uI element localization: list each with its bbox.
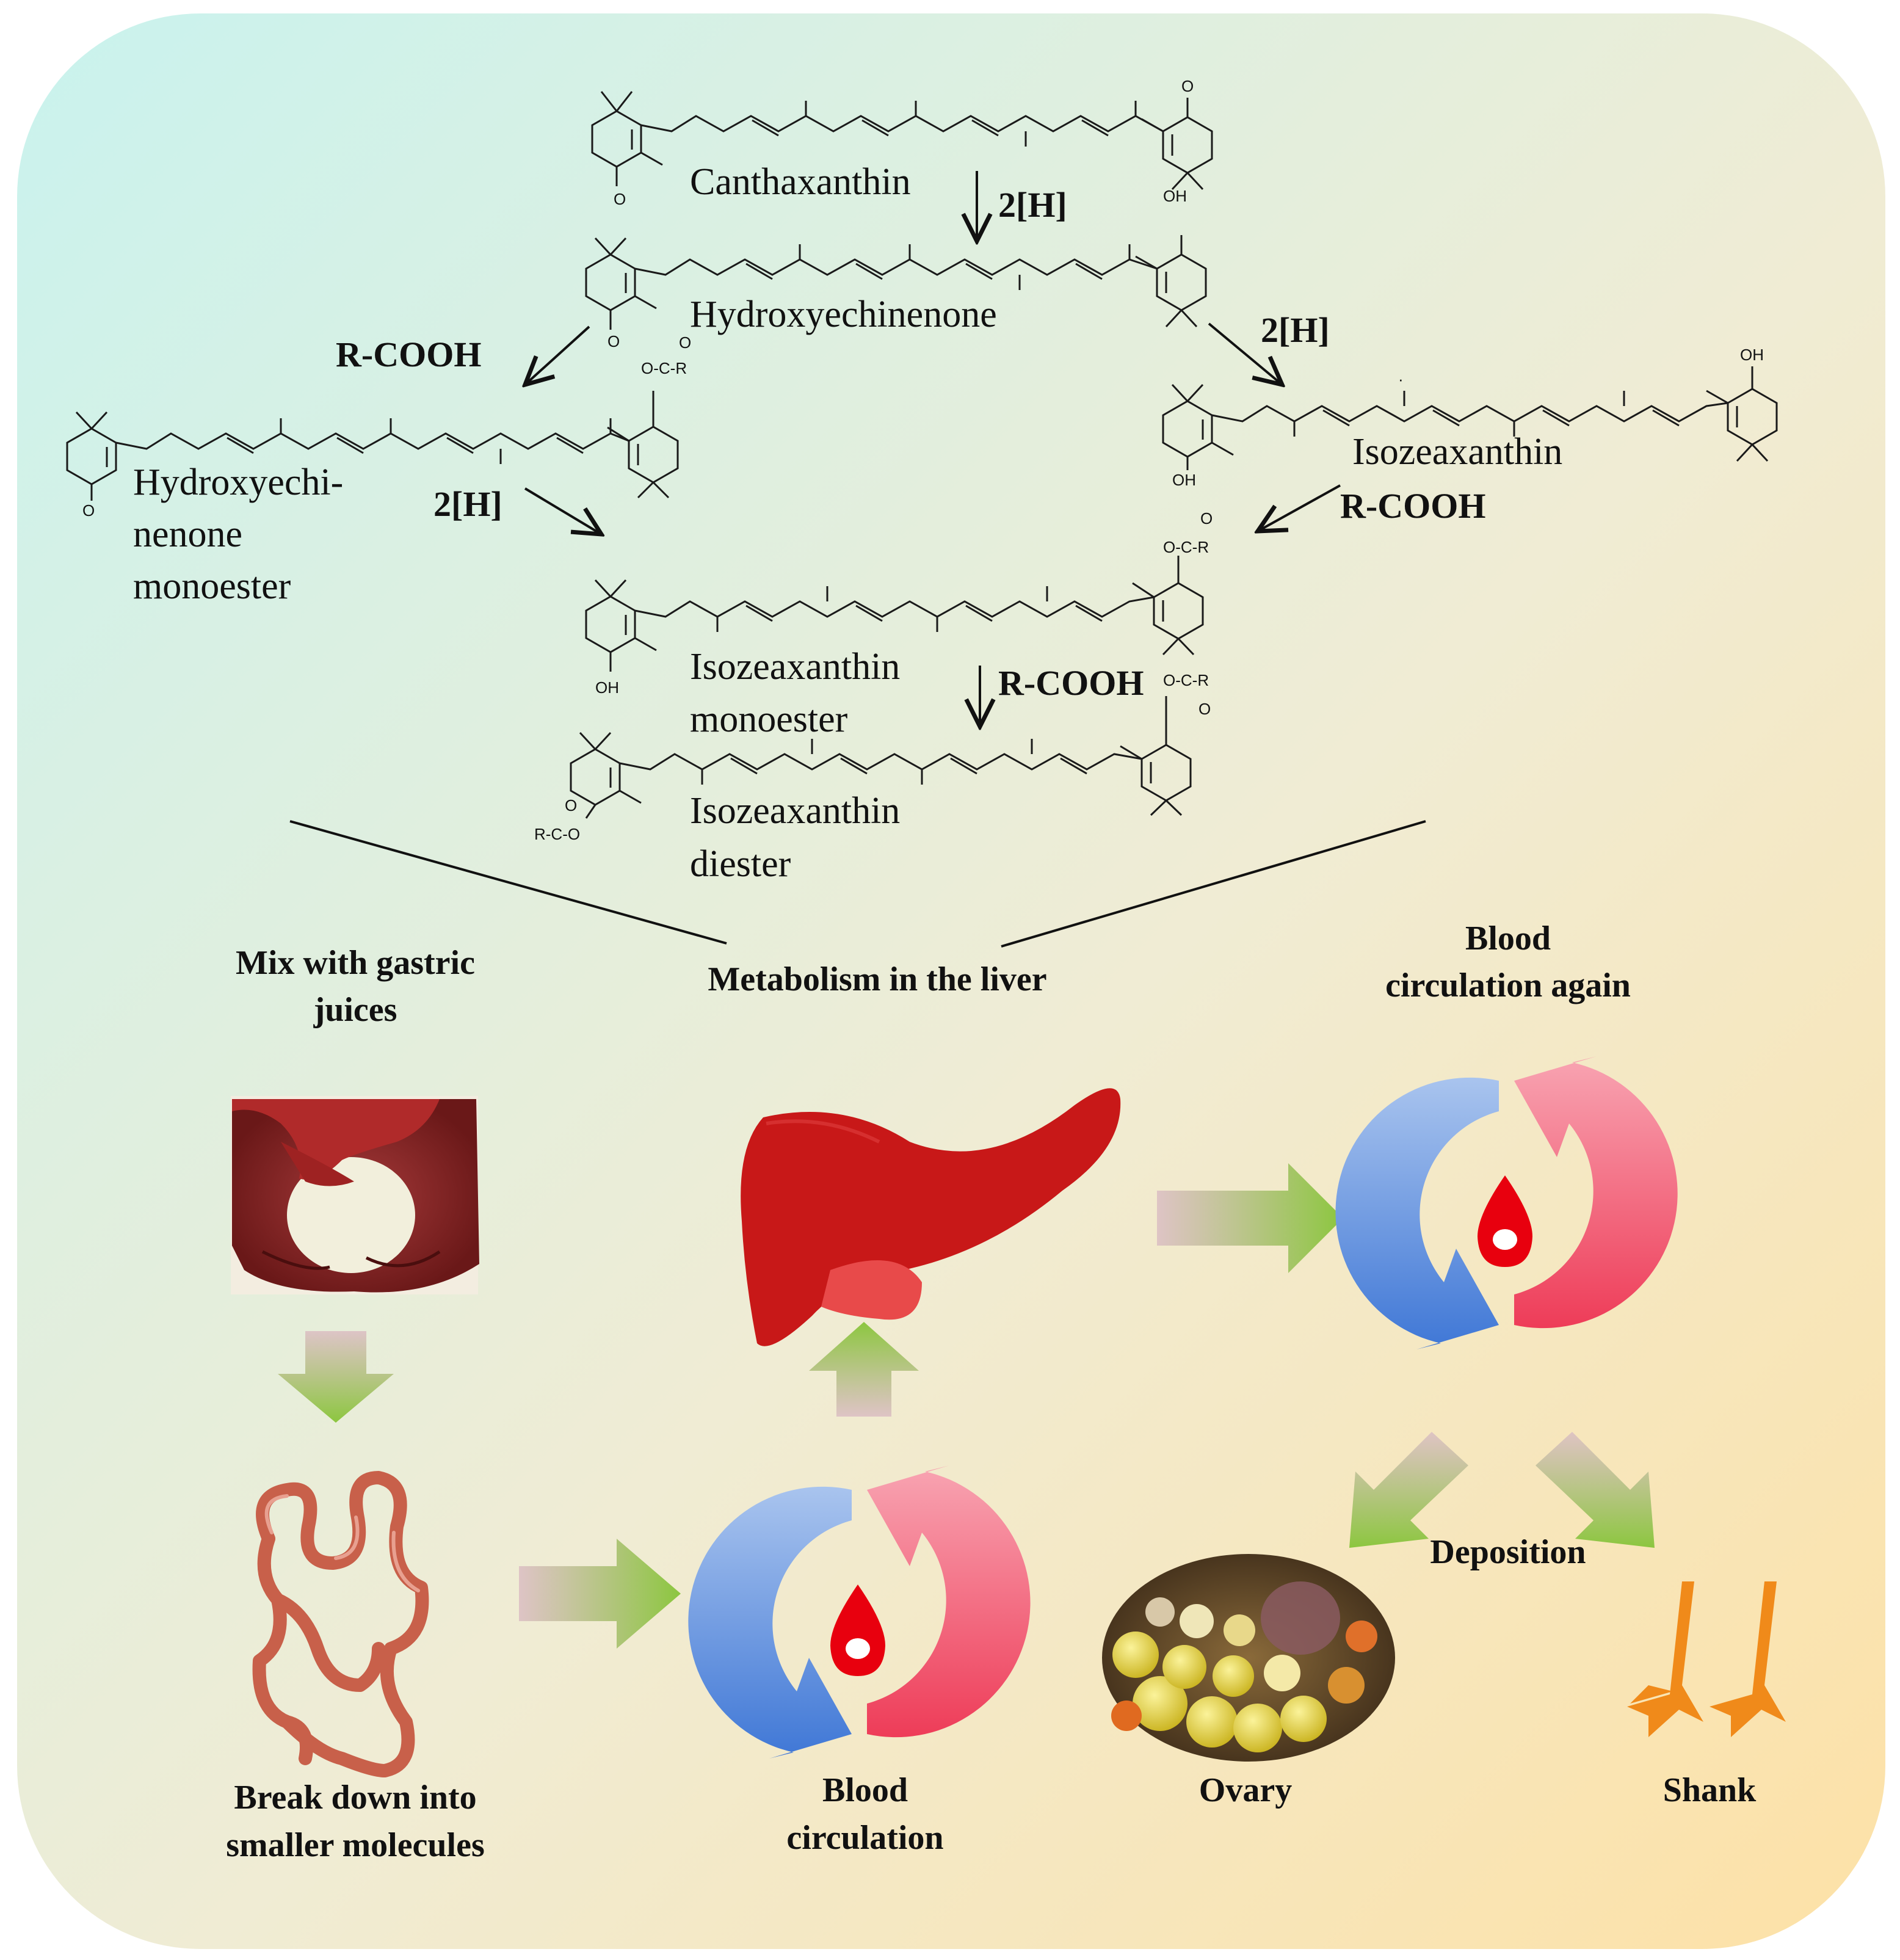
blood-circulation-icon — [688, 1465, 1031, 1759]
step-gastric-label-2: juices — [313, 991, 397, 1029]
step-ovary-label: Ovary — [1199, 1771, 1292, 1809]
hydroxyechinenone-monoester-label-1: Hydroxyechi- — [133, 462, 343, 503]
carbonyl-o-label: O — [679, 333, 691, 352]
reduction-label-1: 2[H] — [998, 185, 1067, 225]
step-blood-label-1: Blood — [822, 1771, 908, 1809]
acid-label-3: R-COOH — [998, 663, 1144, 703]
reduction-label-3: 2[H] — [433, 484, 502, 524]
funnel-line-left — [289, 820, 727, 945]
hydroxyechinenone-structure: O OH — [585, 187, 1207, 350]
ester-label: O-C-R — [1163, 671, 1209, 689]
canthaxanthin-label: Canthaxanthin — [690, 161, 911, 203]
dot-mark: · — [1398, 370, 1404, 388]
canthaxanthin-structure: O O — [591, 77, 1213, 208]
hydroxyl-label: OH — [1172, 471, 1196, 489]
ester-reverse-label: R-C-O — [534, 825, 580, 843]
step-breakdown-label-2: smaller molecules — [226, 1826, 485, 1864]
hydroxyl-label: OH — [1740, 346, 1764, 364]
flow-arrow-deposition-right — [1536, 1432, 1655, 1548]
carbonyl-o-label: O — [1200, 509, 1213, 528]
reduction-label-2: 2[H] — [1261, 310, 1330, 350]
ovary-icon — [1102, 1554, 1395, 1762]
carbonyl-o-label: O — [1198, 700, 1211, 718]
hydroxyechinenone-monoester-structure: O-C-R O O — [66, 333, 691, 520]
stomach-icon — [231, 1096, 479, 1294]
flow-arrow-liver-blood — [1157, 1163, 1343, 1273]
step-blood-again-label-1: Blood — [1465, 920, 1551, 957]
shank-icon — [1627, 1581, 1786, 1737]
ketone-o-label: O — [1181, 77, 1194, 95]
isozeaxanthin-diester-label-1: Isozeaxanthin — [690, 790, 900, 832]
esterification-arrow-2 — [1258, 484, 1341, 531]
isozeaxanthin-monoester-structure: OH O-C-R O — [585, 509, 1213, 697]
reduction-arrow-3 — [524, 487, 601, 534]
acid-label-2: R-COOH — [1340, 486, 1485, 526]
acid-label-1: R-COOH — [336, 335, 481, 374]
step-liver-label: Metabolism in the liver — [708, 960, 1046, 998]
blood-circulation-icon — [1335, 1056, 1678, 1349]
liver-icon — [741, 1088, 1121, 1346]
step-blood-again-label-2: circulation again — [1385, 967, 1631, 1004]
isozeaxanthin-monoester-label-2: monoester — [690, 699, 848, 740]
flow-arrow-blood-liver — [809, 1322, 919, 1417]
flow-arrow-intestine-blood — [519, 1539, 681, 1649]
isozeaxanthin-monoester-label-1: Isozeaxanthin — [690, 646, 900, 688]
isozeaxanthin-structure: OH OH · — [1162, 346, 1778, 489]
step-shank-label: Shank — [1663, 1771, 1757, 1809]
isozeaxanthin-diester-label-2: diester — [690, 843, 791, 885]
isozeaxanthin-label: Isozeaxanthin — [1352, 431, 1562, 473]
ketone-o-label: O — [614, 190, 626, 208]
ketone-o-label: O — [607, 332, 620, 350]
step-gastric-label-1: Mix with gastric — [236, 944, 475, 982]
hydroxyl-label: OH — [595, 678, 619, 697]
hydroxyechinenone-label: Hydroxyechinenone — [690, 294, 997, 335]
step-deposition-label: Deposition — [1430, 1533, 1586, 1571]
step-blood-label-2: circulation — [786, 1819, 943, 1857]
intestine-icon — [252, 1471, 429, 1777]
ketone-o-label: O — [82, 501, 95, 520]
isozeaxanthin-diester-structure: R-C-O O O-C-R O — [534, 671, 1211, 843]
hydroxyl-label: OH — [1163, 187, 1187, 205]
step-breakdown-label-1: Break down into — [234, 1779, 476, 1817]
flow-arrow-stomach-intestine — [278, 1331, 394, 1423]
funnel-line-right — [1001, 820, 1426, 948]
hydroxyechinenone-monoester-label-2: nenone — [133, 514, 242, 555]
reduction-arrow-2 — [1208, 322, 1282, 385]
esterification-arrow-1 — [525, 325, 590, 385]
intestine-detail — [264, 1494, 420, 1592]
hydroxyechinenone-monoester-label-3: monoester — [133, 565, 291, 607]
ester-label: O-C-R — [641, 359, 687, 377]
flow-arrow-deposition-left — [1349, 1432, 1468, 1548]
carbonyl-o-label: O — [565, 796, 577, 815]
ester-label: O-C-R — [1163, 538, 1209, 556]
